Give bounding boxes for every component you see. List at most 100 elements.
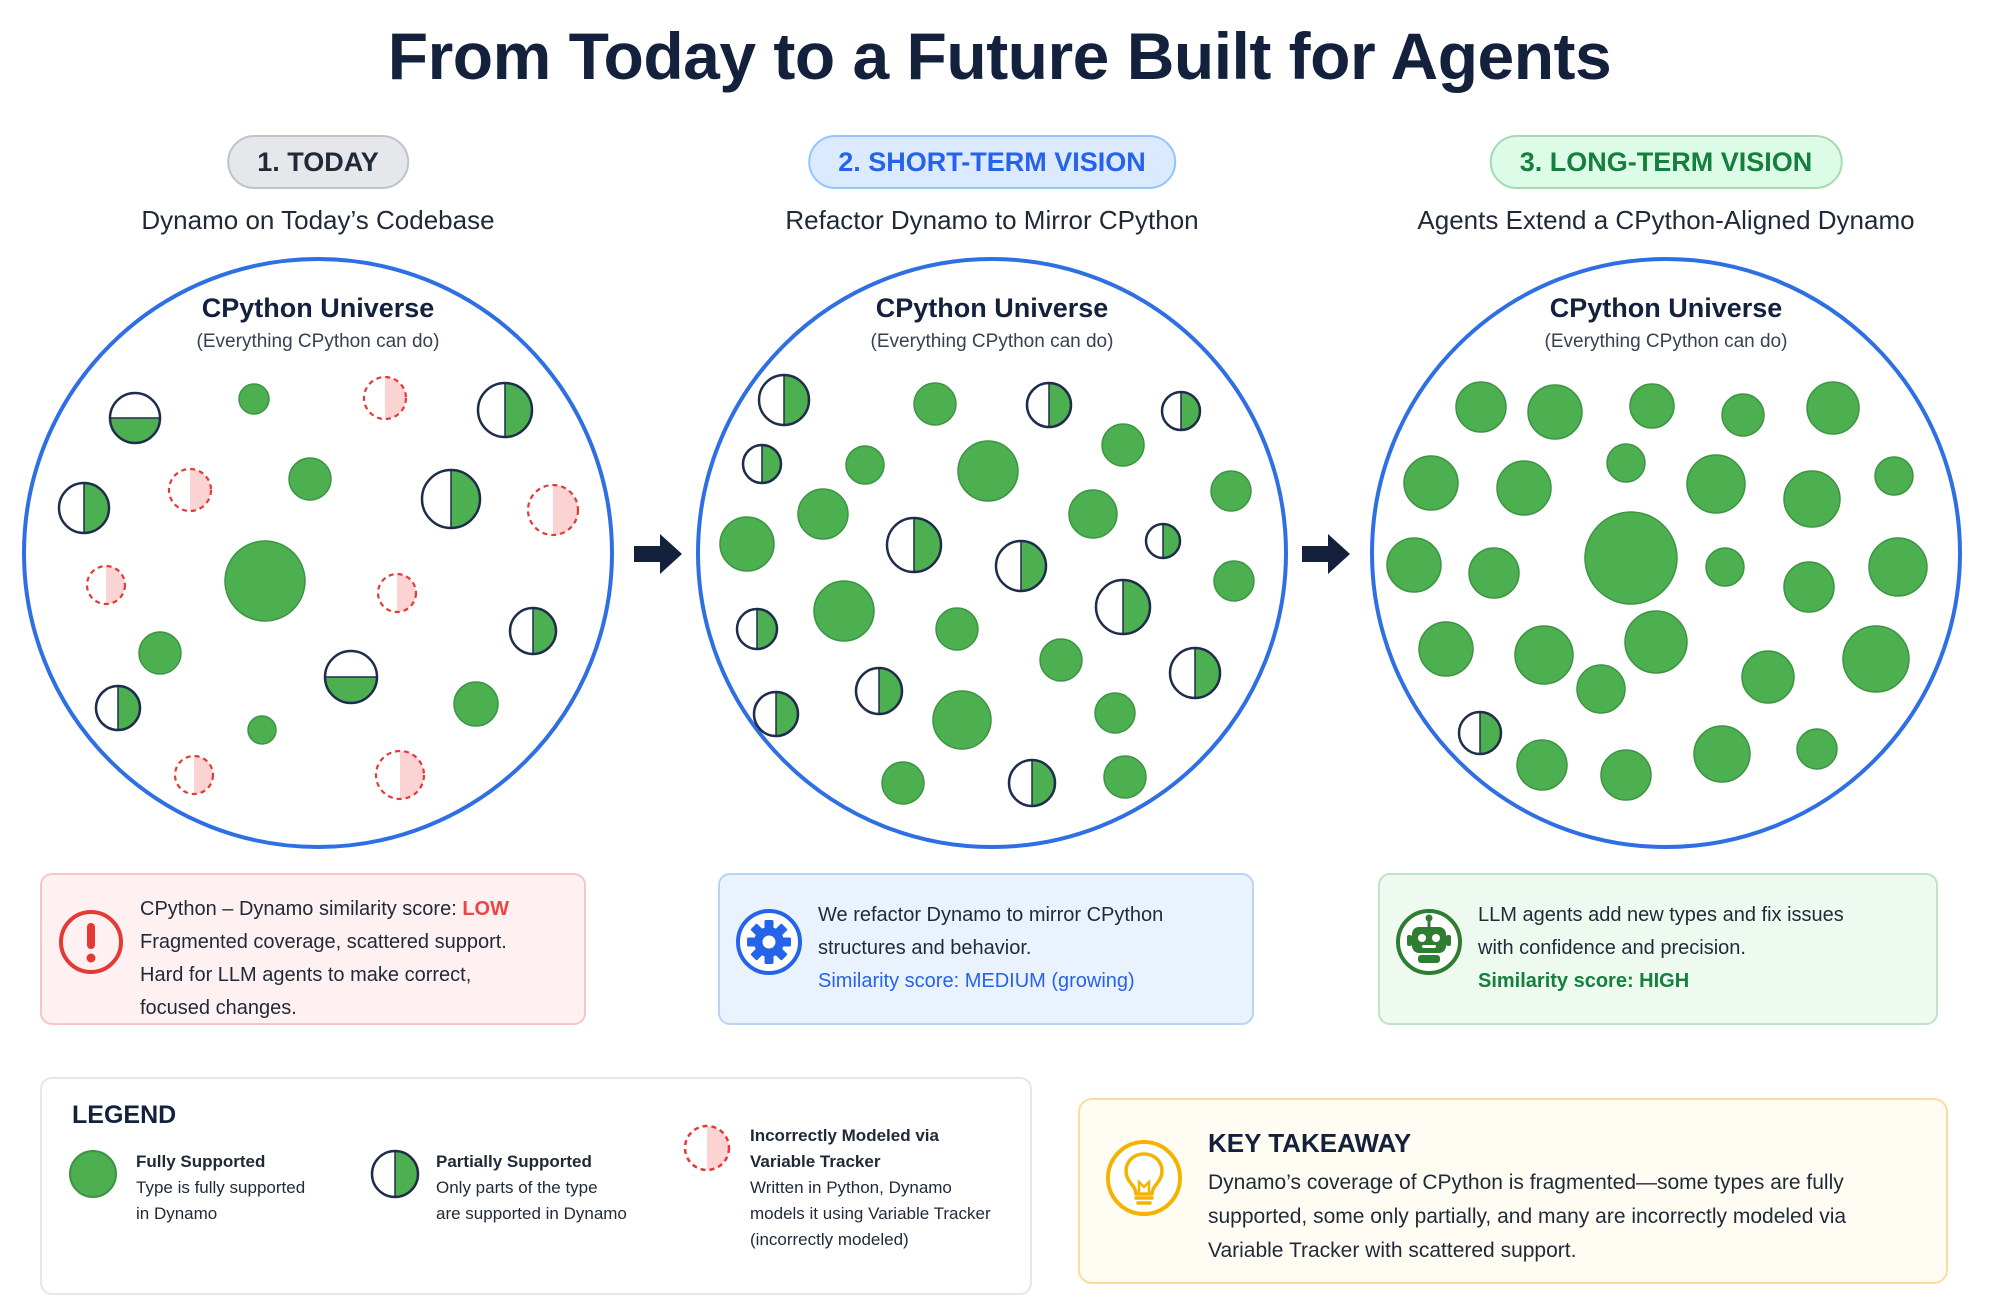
fully-supported-type xyxy=(1386,537,1442,593)
legend-item-label: Partially Supported xyxy=(436,1152,592,1171)
fully-supported-type xyxy=(288,457,332,501)
fully-supported-type xyxy=(1783,561,1835,613)
partially-supported-type xyxy=(752,690,800,738)
partially-supported-type xyxy=(735,607,779,651)
fully-supported-type xyxy=(913,382,957,426)
fully-supported-type xyxy=(224,540,306,622)
note-text: with confidence and precision. xyxy=(1478,937,1746,959)
legend-item-desc: are supported in Dynamo xyxy=(436,1204,627,1223)
fully-supported-type xyxy=(1039,638,1083,682)
legend-item-desc: models it using Variable Tracker xyxy=(750,1204,991,1223)
similarity-card-short-term: We refactor Dynamo to mirror CPython str… xyxy=(718,873,1254,1025)
incorrectly-modeled-type xyxy=(85,564,127,606)
fully-supported-type xyxy=(1514,625,1574,685)
universe-subtitle: (Everything CPython can do) xyxy=(870,331,1114,352)
incorrectly-modeled-type xyxy=(173,754,215,796)
fully-supported-type xyxy=(1496,460,1552,516)
fully-supported-type xyxy=(1094,692,1136,734)
partially-supported-type xyxy=(57,481,111,535)
fully-supported-type xyxy=(1624,610,1688,674)
note-text: Hard for LLM agents to make correct, xyxy=(140,964,472,986)
fully-supported-type xyxy=(1403,455,1459,511)
legend-item-desc: Only parts of the type xyxy=(436,1178,598,1197)
fully-supported-type xyxy=(1705,547,1745,587)
partially-supported-icon xyxy=(370,1149,420,1199)
partially-supported-type xyxy=(1025,381,1073,429)
partially-supported-type xyxy=(757,373,811,427)
fully-supported-type xyxy=(453,681,499,727)
badge-today: 1. TODAY xyxy=(227,135,409,189)
similarity-card-long-term: LLM agents add new types and fix issues … xyxy=(1378,873,1938,1025)
legend-item-desc: (incorrectly modeled) xyxy=(750,1230,909,1249)
column-subtitle: Refactor Dynamo to Mirror CPython xyxy=(785,205,1199,235)
partially-supported-type xyxy=(323,649,379,705)
page-title: From Today to a Future Built for Agents xyxy=(387,19,1612,93)
universe-circle-short-term xyxy=(696,257,1288,849)
fully-supported-type xyxy=(1210,470,1252,512)
fully-supported-type xyxy=(845,445,885,485)
legend-item-label: Variable Tracker xyxy=(750,1152,881,1171)
fully-supported-type xyxy=(932,690,992,750)
arrow-right-icon xyxy=(1302,534,1350,574)
note-text: Fragmented coverage, scattered support. xyxy=(140,931,507,953)
universe-subtitle: (Everything CPython can do) xyxy=(196,331,440,352)
fully-supported-type xyxy=(1527,384,1583,440)
legend-item-desc: Written in Python, Dynamo xyxy=(750,1178,952,1197)
fully-supported-type xyxy=(1874,456,1914,496)
robot-icon xyxy=(1396,909,1462,975)
partially-supported-type xyxy=(854,666,904,716)
fully-supported-type xyxy=(1213,560,1255,602)
partially-supported-type xyxy=(885,516,943,574)
partially-supported-type xyxy=(108,391,162,445)
partially-supported-type xyxy=(1144,522,1182,560)
legend-item-desc: Type is fully supported xyxy=(136,1178,306,1197)
fully-supported-type xyxy=(1868,537,1928,597)
fully-supported-type xyxy=(1455,381,1507,433)
note-text: focused changes. xyxy=(140,997,297,1019)
score-low: LOW xyxy=(462,898,509,920)
lightbulb-icon xyxy=(1106,1140,1182,1216)
badge-long-term: 3. LONG-TERM VISION xyxy=(1489,135,1843,189)
fully-supported-type xyxy=(719,516,775,572)
fully-supported-type xyxy=(881,761,925,805)
incorrectly-modeled-type xyxy=(374,749,426,801)
universe-ring xyxy=(22,257,614,849)
legend-item-label: Fully Supported xyxy=(136,1152,266,1171)
column-short-term: 2. SHORT-TERM VISION Refactor Dynamo to … xyxy=(692,135,1292,1035)
score-medium: Similarity score: MEDIUM (growing) xyxy=(818,970,1135,992)
fully-supported-type xyxy=(1606,443,1646,483)
fully-supported-type xyxy=(1103,755,1147,799)
fully-supported-icon xyxy=(69,1150,117,1198)
partially-supported-type xyxy=(508,606,558,656)
fully-supported-type xyxy=(1783,470,1841,528)
incorrectly-modeled-type xyxy=(167,467,213,513)
fully-supported-type xyxy=(238,383,270,415)
partially-supported-type xyxy=(994,539,1048,593)
note-text: We refactor Dynamo to mirror CPython xyxy=(818,904,1164,926)
fully-supported-type xyxy=(935,607,979,651)
partially-supported-type xyxy=(1007,758,1057,808)
column-long-term: 3. LONG-TERM VISION Agents Extend a CPyt… xyxy=(1366,135,1966,1035)
fully-supported-type xyxy=(957,440,1019,502)
universe-circle-today xyxy=(22,257,614,849)
fully-supported-type xyxy=(1686,454,1746,514)
universe-ring xyxy=(696,257,1288,849)
partially-supported-type xyxy=(1168,646,1222,700)
universe-long-term: CPython Universe (Everything CPython can… xyxy=(1366,253,1966,853)
incorrectly-modeled-type xyxy=(362,375,408,421)
partially-supported-type xyxy=(94,684,142,732)
fully-supported-type xyxy=(247,715,277,745)
fully-supported-type xyxy=(797,488,849,540)
partially-supported-type xyxy=(741,443,783,485)
fully-supported-type xyxy=(813,580,875,642)
partially-supported-type xyxy=(1457,710,1503,756)
incorrectly-modeled-type xyxy=(526,483,580,537)
fully-supported-type xyxy=(1796,728,1838,770)
takeaway-title: KEY TAKEAWAY xyxy=(1208,1128,1412,1158)
note-text: LLM agents add new types and fix issues xyxy=(1478,904,1844,926)
legend-item-label: Incorrectly Modeled via xyxy=(750,1126,939,1145)
incorrectly-modeled-icon xyxy=(683,1124,731,1172)
fully-supported-type xyxy=(1418,621,1474,677)
fully-supported-type xyxy=(1516,739,1568,791)
universe-circle-long-term xyxy=(1370,257,1962,849)
